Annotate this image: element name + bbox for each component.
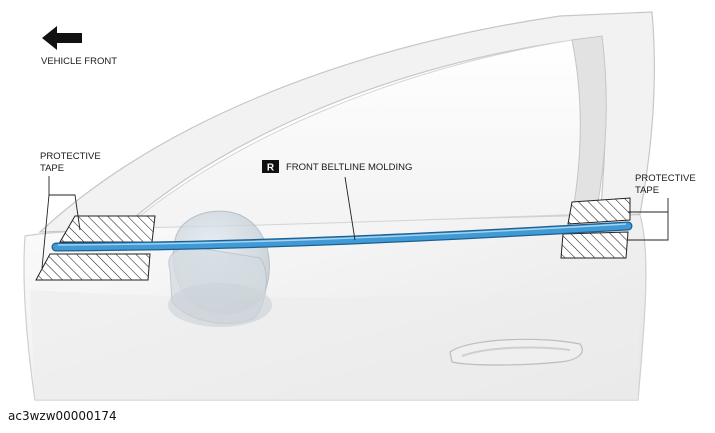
vehicle-front-label: VEHICLE FRONT (41, 56, 117, 67)
left-tape-label-line2: TAPE (40, 163, 64, 174)
molding-badge-letter: R (267, 163, 275, 174)
vehicle-front-indicator: VEHICLE FRONT (41, 26, 117, 67)
arrow-left-icon (42, 26, 82, 50)
right-tape-lower (560, 231, 629, 259)
door-shadow (30, 290, 640, 400)
right-tape-label-line1: PROTECTIVE (635, 173, 696, 184)
molding-label: FRONT BELTLINE MOLDING (286, 162, 412, 173)
left-tape-callout: PROTECTIVE TAPE (40, 151, 101, 269)
right-tape-label-line2: TAPE (635, 185, 659, 196)
left-tape-label-line1: PROTECTIVE (40, 151, 101, 162)
right-protective-tape (560, 197, 631, 259)
front-beltline-molding (51, 221, 633, 252)
right-tape-upper (567, 197, 631, 225)
left-tape-lower (35, 253, 151, 281)
door-handle (449, 338, 583, 366)
molding-strip (52, 222, 632, 251)
left-protective-tape (35, 215, 156, 281)
side-mirror (168, 210, 272, 327)
right-tape-callout: PROTECTIVE TAPE (628, 173, 696, 241)
molding-callout: R FRONT BELTLINE MOLDING (262, 160, 412, 241)
molding-badge (262, 160, 279, 173)
left-tape-upper (59, 215, 156, 243)
window-frame (38, 11, 655, 233)
figure-code: ac3wzw00000174 (8, 409, 117, 423)
